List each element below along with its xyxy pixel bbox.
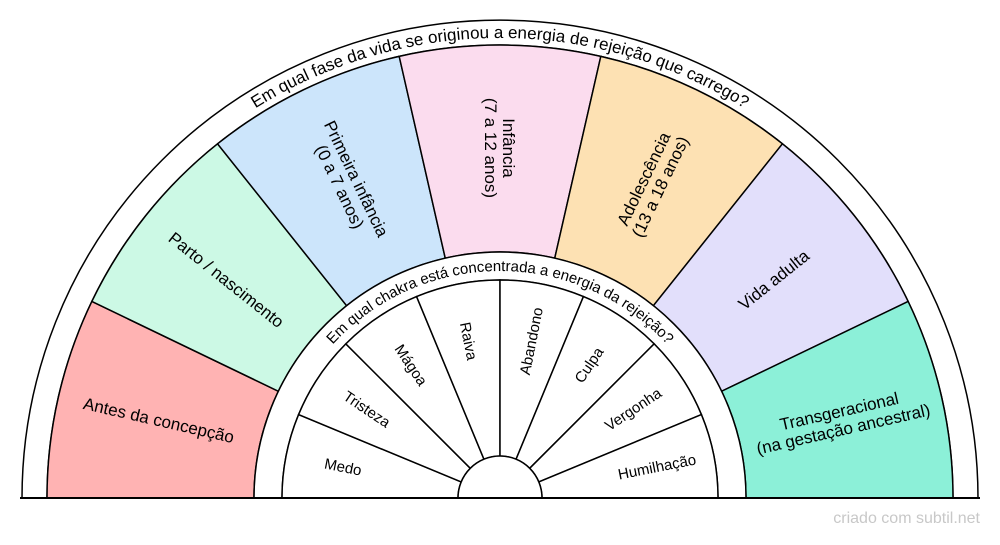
emotion-label: Medo [323,456,363,480]
credit-label: criado com subtil.net [833,510,980,527]
phase-label: Infância(7 a 12 anos) [481,98,518,198]
